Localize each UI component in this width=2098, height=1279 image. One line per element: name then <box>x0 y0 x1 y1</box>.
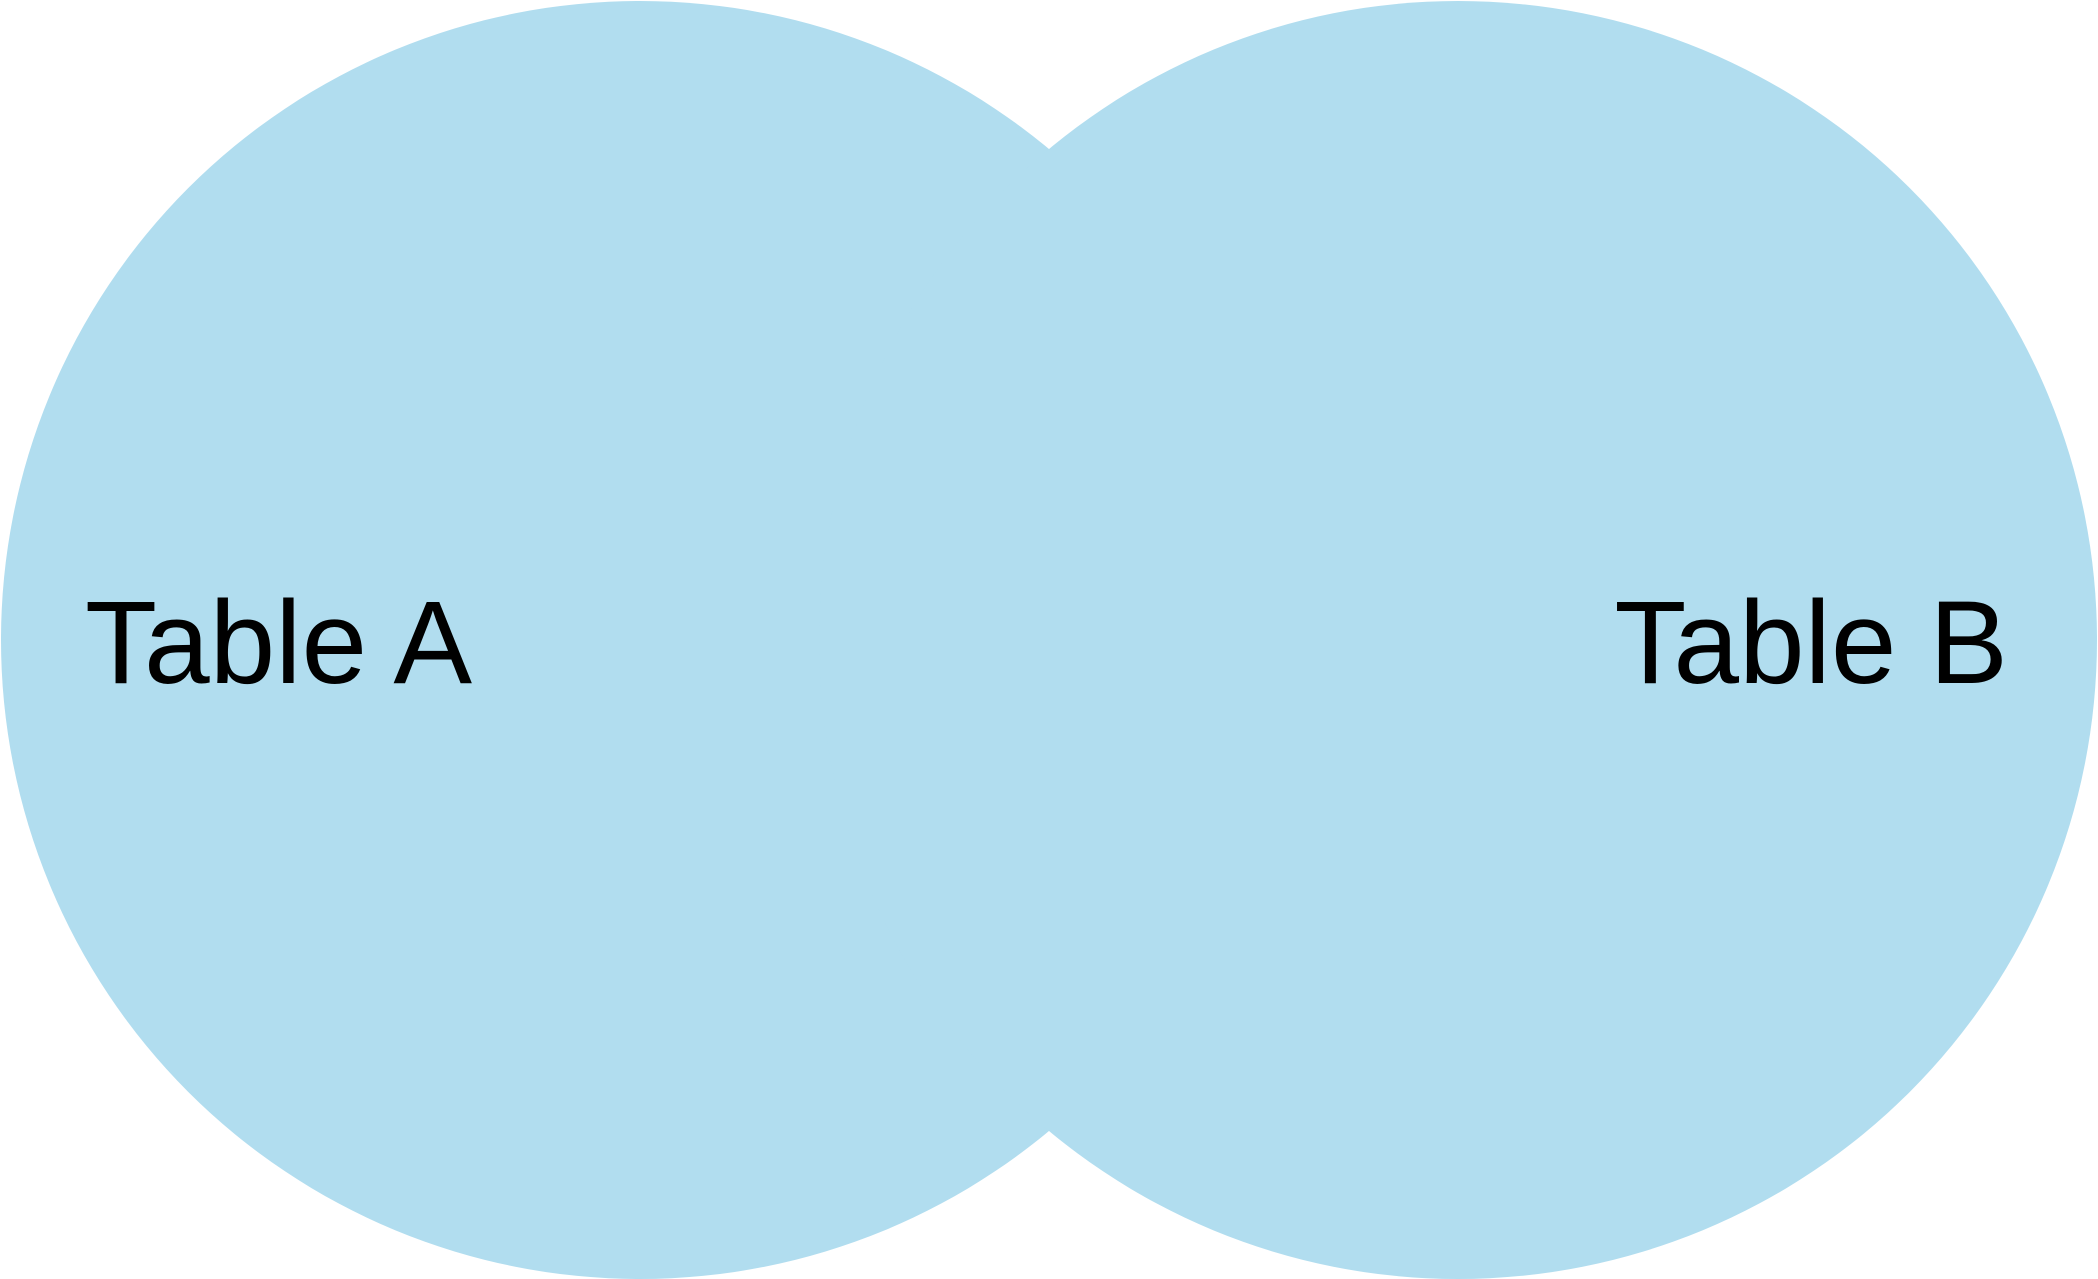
set-b-circle <box>819 1 2097 1279</box>
venn-labels: Table A Table B <box>85 577 2008 709</box>
set-b-label: Table B <box>1614 577 2008 709</box>
set-a-label: Table A <box>85 577 472 709</box>
